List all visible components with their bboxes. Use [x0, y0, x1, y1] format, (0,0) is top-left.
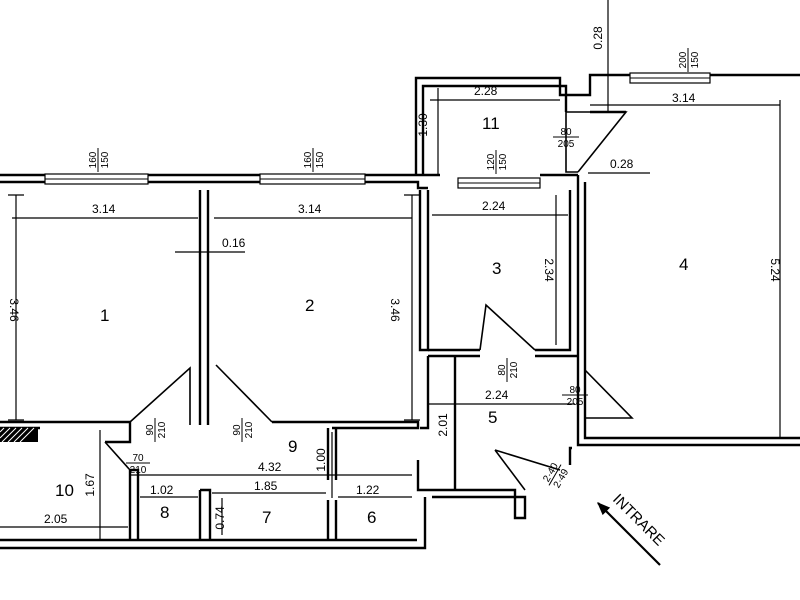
svg-text:70: 70: [132, 453, 144, 464]
svg-text:80: 80: [497, 364, 508, 376]
dimension-labels: 3.14 3.14 3.14 2.24 2.24 2.28 0.16 0.28 …: [7, 26, 782, 530]
dim-028-b: 0.28: [610, 157, 634, 171]
dim-346-a: 3.46: [7, 298, 21, 322]
door-80-205-b: 80 205: [562, 385, 588, 408]
dim-102: 1.02: [150, 483, 174, 497]
dim-130: 1.30: [416, 113, 430, 137]
dim-432: 4.32: [258, 460, 282, 474]
dim-314-a: 3.14: [92, 202, 116, 216]
dim-314-c: 3.14: [672, 91, 696, 105]
room-4-label: 4: [679, 255, 688, 274]
svg-text:205: 205: [558, 139, 575, 150]
room-3-label: 3: [492, 259, 501, 278]
room-1-label: 1: [100, 306, 109, 325]
window-160-150-a: 160 150: [88, 148, 111, 172]
door-90-210-a: 90 210: [145, 418, 168, 442]
windows: [44, 72, 711, 189]
svg-text:210: 210: [130, 465, 147, 476]
dim-122: 1.22: [356, 483, 380, 497]
opening-labels: 160 150 160 150 120 150 200 150 80 205 8…: [88, 48, 701, 490]
svg-text:160: 160: [303, 151, 314, 168]
svg-text:210: 210: [157, 421, 168, 438]
door-90-210-b: 90 210: [232, 418, 255, 442]
window-200-150: 200 150: [678, 48, 701, 72]
door-240-249: 2·40 2·49: [541, 461, 571, 490]
entry-arrow-icon: [597, 502, 661, 566]
dim-228: 2.28: [474, 84, 498, 98]
doors: [104, 111, 634, 491]
room-5-label: 5: [488, 408, 497, 427]
svg-text:90: 90: [232, 424, 243, 436]
svg-text:150: 150: [690, 51, 701, 68]
dim-524: 5.24: [768, 258, 782, 282]
door-80-205-a: 80 205: [553, 127, 579, 150]
dim-234: 2.34: [542, 258, 556, 282]
svg-text:160: 160: [88, 151, 99, 168]
room-10-label: 10: [55, 481, 74, 500]
dim-205: 2.05: [44, 512, 68, 526]
room-2-label: 2: [305, 296, 314, 315]
dim-167: 1.67: [83, 473, 97, 497]
room-7-label: 7: [262, 508, 271, 527]
door-70-210: 70 210: [126, 453, 150, 476]
room-9-label: 9: [288, 437, 297, 456]
svg-text:205: 205: [567, 397, 584, 408]
room-labels: 1 2 3 4 5 6 7 8 9 10 11: [55, 114, 688, 527]
room-11-label: 11: [482, 114, 500, 133]
dim-224-a: 2.24: [482, 199, 506, 213]
svg-text:210: 210: [244, 421, 255, 438]
dim-314-b: 3.14: [298, 202, 322, 216]
svg-text:200: 200: [678, 51, 689, 68]
dim-028-a: 0.28: [591, 26, 605, 50]
dim-224-b: 2.24: [485, 388, 509, 402]
svg-text:150: 150: [498, 153, 509, 170]
svg-text:80: 80: [569, 385, 581, 396]
window-160-150-b: 160 150: [303, 148, 326, 172]
svg-text:80: 80: [560, 127, 572, 138]
svg-text:210: 210: [509, 361, 520, 378]
dim-016: 0.16: [222, 236, 246, 250]
column-hatch: [0, 428, 38, 442]
svg-text:90: 90: [145, 424, 156, 436]
dim-185: 1.85: [254, 479, 278, 493]
room-6-label: 6: [367, 508, 376, 527]
dim-201: 2.01: [436, 413, 450, 437]
dim-100: 1.00: [314, 448, 328, 472]
svg-text:150: 150: [315, 151, 326, 168]
entry-label: INTRARE: [609, 491, 668, 550]
window-120-150: 120 150: [486, 150, 509, 174]
dimension-lines: [0, 0, 781, 540]
svg-text:120: 120: [486, 153, 497, 170]
dim-346-b: 3.46: [388, 298, 402, 322]
svg-text:150: 150: [100, 151, 111, 168]
room-8-label: 8: [160, 503, 169, 522]
door-80-210: 80 210: [497, 358, 520, 382]
dim-074: 0.74: [213, 506, 227, 530]
